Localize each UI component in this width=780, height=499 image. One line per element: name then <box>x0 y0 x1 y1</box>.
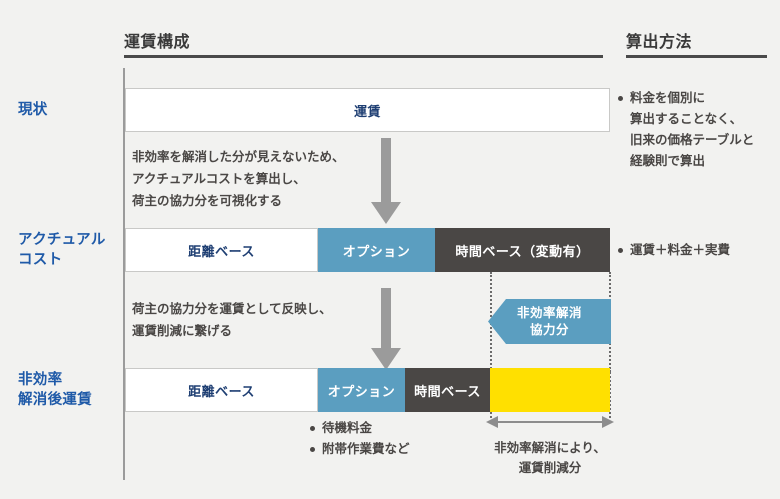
bar-row2-segment-time: 時間ベース（変動有） <box>435 228 610 272</box>
column-header-fare-structure: 運賃構成 <box>124 34 191 51</box>
bar-row1-segment-fare: 運賃 <box>125 88 610 132</box>
bar-row3-segment-savings <box>490 368 610 412</box>
dotted-guide-right-lower <box>609 372 611 418</box>
row-label-current: 現状 <box>18 102 48 118</box>
bar-row2-segment-distance: 距離ベース <box>125 228 318 272</box>
down-arrow-1 <box>368 138 404 231</box>
row-label-actual-cost: アクチュアル コスト <box>18 232 106 268</box>
column-header-calculation-method: 算出方法 <box>626 34 693 51</box>
down-arrow-2 <box>368 288 404 377</box>
bullet-item-ancillary-work-fee: 附帯作業費など <box>310 439 410 460</box>
transition-text-2: 荷主の協力分を運賃として反映し、 運賃削減に繋げる <box>132 302 332 338</box>
header-rule-calculation-method <box>626 55 767 58</box>
bar-row3-segment-distance: 距離ベース <box>125 368 318 412</box>
bar-row2-segment-option: オプション <box>318 228 435 272</box>
note-row2: 運賃＋料金＋実費 <box>618 240 780 261</box>
bottom-bullet-list: 待機料金 附帯作業費など <box>310 418 410 460</box>
header-rule-fare-structure <box>124 55 603 58</box>
dimension-arrow <box>486 415 614 434</box>
dimension-caption: 非効率解消により、 運賃削減分 <box>494 441 606 475</box>
bar-row3-segment-time: 時間ベース <box>405 368 490 412</box>
vertical-divider <box>123 68 125 480</box>
row-label-post-elimination-fare: 非効率 解消後運賃 <box>18 372 92 408</box>
bullet-item-waiting-fee: 待機料金 <box>310 418 410 439</box>
note-row1: 料金を個別に 算出することなく、 旧来の価格テーブルと 経験則で算出 <box>618 88 780 172</box>
callout-cooperation-share: 非効率解消 協力分 <box>488 299 611 344</box>
bar-row3-segment-option: オプション <box>318 368 405 412</box>
transition-text-1: 非効率を解消した分が見えないため、 アクチュアルコストを算出し、 荷主の協力分を… <box>132 150 345 208</box>
